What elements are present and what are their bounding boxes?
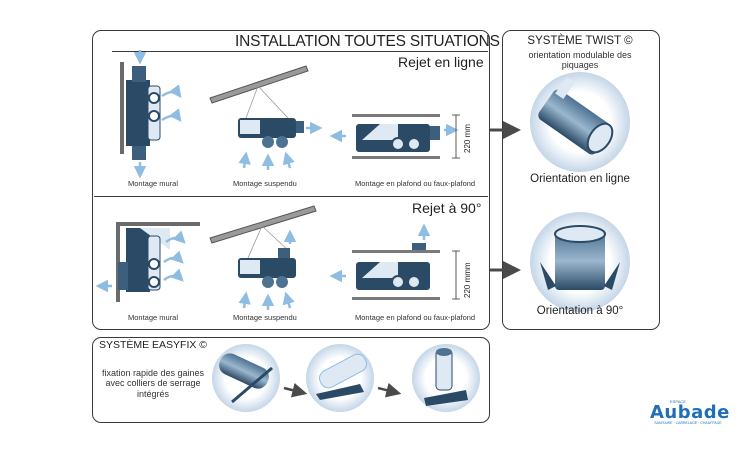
caption-wall-90: Montage mural xyxy=(128,313,179,322)
section-90-title: Rejet à 90° xyxy=(412,200,482,216)
twist-90-illustration xyxy=(530,212,630,312)
section-inline-title: Rejet en ligne xyxy=(398,54,484,70)
twist-subtitle: orientation modulable des piquages xyxy=(528,50,632,71)
easyfix-arrow-2 xyxy=(377,382,402,398)
logo-word: Aubade xyxy=(650,402,730,423)
caption-ceiling-90: Montage en plafond ou faux-plafond xyxy=(355,313,476,322)
aubade-logo: ESPACE Aubade SANITAIRE · CARRELAGE · CH… xyxy=(650,399,730,425)
unit-wall-inline xyxy=(120,50,182,179)
dimension-90: 220 mmm xyxy=(463,262,472,298)
dimension-inline: 220 mm xyxy=(463,124,472,153)
caption-wall-inline: Montage mural xyxy=(128,179,179,188)
twist-title: SYSTÈME TWIST © xyxy=(527,35,633,47)
easyfix-title: SYSTÈME EASYFIX © xyxy=(98,339,208,351)
easyfix-step-3 xyxy=(412,344,480,412)
twist-inline-illustration xyxy=(530,72,630,172)
section-divider xyxy=(94,196,488,197)
unit-suspended-90 xyxy=(209,205,317,310)
unit-suspended-inline xyxy=(209,65,323,170)
title-divider xyxy=(112,51,488,52)
caption-suspended-inline: Montage suspendu xyxy=(233,179,297,188)
logo-bottom-text: SANITAIRE · CARRELAGE · CHAUFFAGE xyxy=(654,421,722,425)
unit-wall-90 xyxy=(95,222,200,302)
page-title: INSTALLATION TOUTES SITUATIONS xyxy=(235,33,500,50)
unit-ceiling-inline xyxy=(329,114,460,159)
unit-ceiling-90 xyxy=(329,223,460,300)
easyfix-subtitle: fixation rapide des gaines avec colliers… xyxy=(101,368,205,399)
twist-90-label: Orientation à 90° xyxy=(536,305,624,317)
caption-suspended-90: Montage suspendu xyxy=(233,313,297,322)
easyfix-step-1 xyxy=(212,344,280,412)
easyfix-arrow-1 xyxy=(283,382,308,398)
logo-top-text: ESPACE xyxy=(670,399,686,404)
easyfix-step-2 xyxy=(306,344,374,412)
twist-inline-label: Orientation en ligne xyxy=(530,173,630,185)
flow-arrows xyxy=(490,121,521,279)
caption-ceiling-inline: Montage en plafond ou faux-plafond xyxy=(355,179,476,188)
